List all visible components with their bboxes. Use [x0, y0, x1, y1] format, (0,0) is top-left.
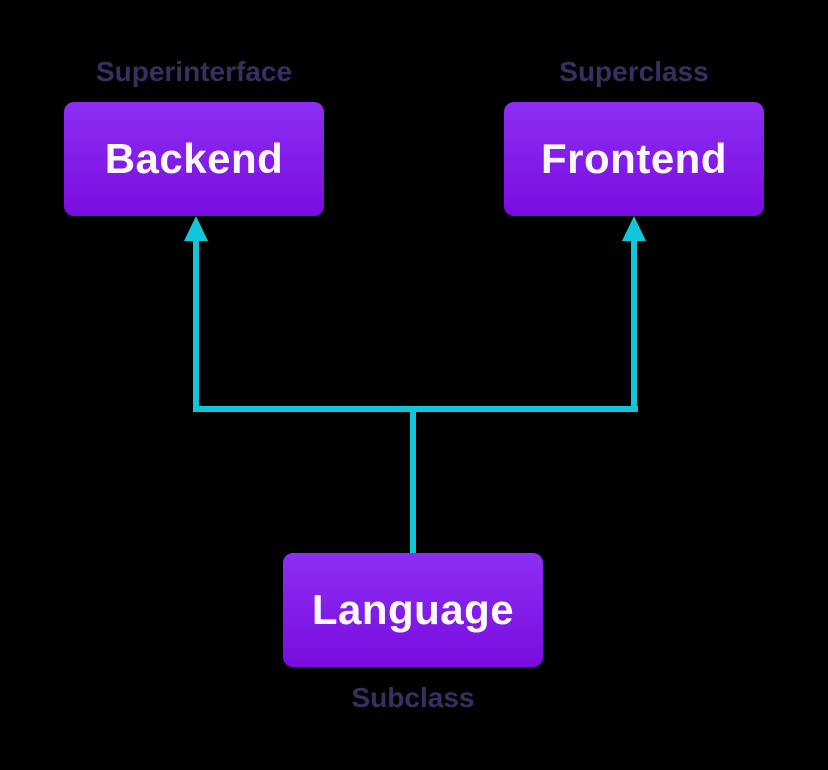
arrowhead-to-frontend-icon	[622, 216, 646, 241]
node-backend: Backend	[64, 102, 324, 216]
node-frontend: Frontend	[504, 102, 764, 216]
annotation-superinterface: Superinterface	[95, 56, 293, 87]
annotation-superclass: Superclass	[559, 56, 709, 87]
annotation-subclass: Subclass	[351, 682, 475, 713]
edge-language-stem-line	[410, 406, 416, 553]
edge-language-to-frontend-line	[631, 239, 637, 412]
edge-language-to-backend-line	[193, 239, 199, 412]
arrowhead-to-backend-icon	[184, 216, 208, 241]
node-language: Language	[283, 553, 543, 667]
